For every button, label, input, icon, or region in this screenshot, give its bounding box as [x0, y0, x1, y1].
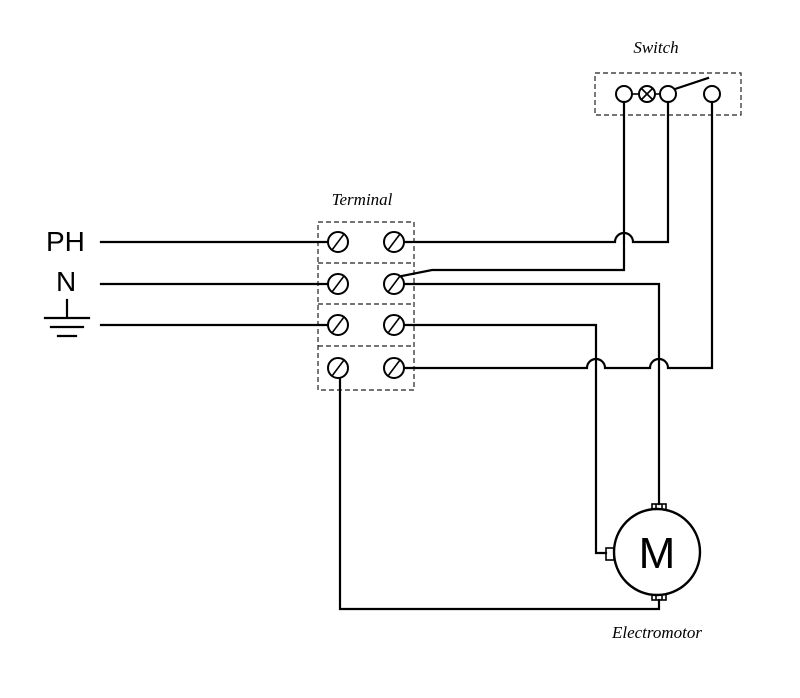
switch-group: Switch	[594, 38, 742, 116]
wire-neutral-to-switch	[400, 100, 626, 278]
wire-neutral-to-motor	[400, 282, 661, 506]
screw-terminal-icon	[327, 357, 349, 379]
phase-label: PH	[46, 226, 85, 257]
wire-motor-return	[338, 366, 661, 611]
wire-switched-return	[400, 100, 714, 370]
screw-terminal-icon	[327, 314, 349, 336]
screw-terminal-icon	[383, 231, 405, 253]
switch-middle-node	[659, 85, 677, 103]
terminal-box	[317, 221, 415, 391]
terminal-group: Terminal	[317, 190, 415, 391]
motor-icon: M	[605, 503, 702, 601]
switch-right-node	[703, 85, 721, 103]
screw-terminal-icon	[383, 273, 405, 295]
wire-ground-to-motor	[400, 323, 608, 555]
switch-contact-icon	[673, 76, 710, 91]
electromotor-label: Electromotor	[611, 623, 702, 642]
screw-terminal-icon	[327, 231, 349, 253]
neutral-label: N	[56, 266, 76, 297]
screw-terminal-icon	[383, 314, 405, 336]
screw-terminal-icon	[327, 273, 349, 295]
motor-symbol: M	[639, 529, 676, 578]
switch-left-node	[615, 85, 633, 103]
terminal-label: Terminal	[332, 190, 393, 209]
wire-phase-to-switch	[400, 100, 670, 244]
switch-label: Switch	[633, 38, 678, 57]
lamp-icon	[638, 85, 656, 103]
screw-terminal-icon	[383, 357, 405, 379]
ground-icon	[43, 298, 91, 338]
